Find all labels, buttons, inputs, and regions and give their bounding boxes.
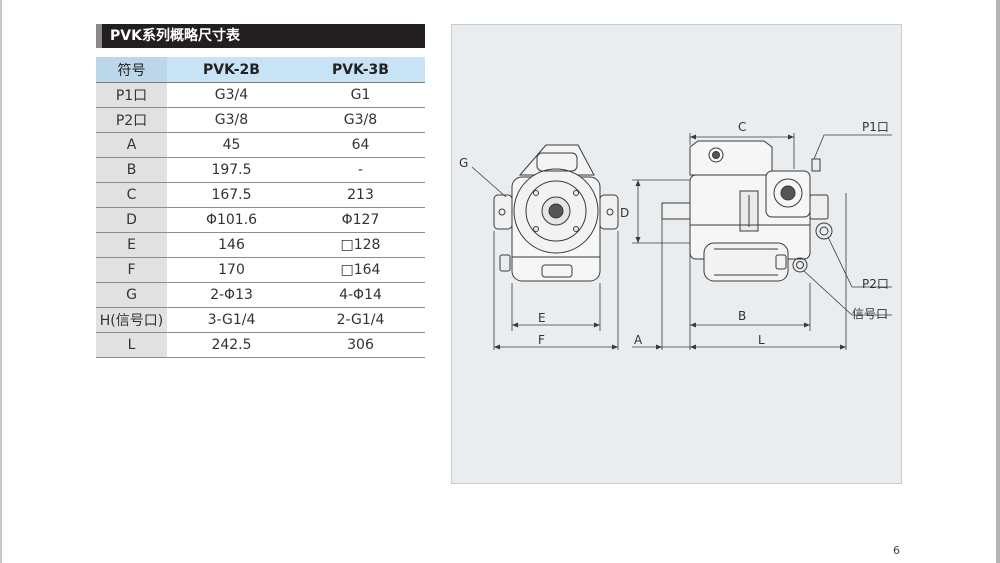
label-d: D <box>620 206 629 220</box>
table-row: P2口 G3/8 G3/8 <box>96 107 425 133</box>
pump-side-view <box>661 140 833 282</box>
cell-pvk-2b: 146 <box>167 232 296 258</box>
pump-dimension-drawing: G C P1口 D P2口 信号口 E B F A L <box>459 120 892 350</box>
row-label: P2口 <box>96 107 167 133</box>
table-row: C 167.5 213 <box>96 182 425 208</box>
cell-pvk-2b: 3-G1/4 <box>167 307 296 333</box>
cell-pvk-3b: 306 <box>296 332 425 358</box>
cell-pvk-2b: 242.5 <box>167 332 296 358</box>
section-title: PVK系列概略尺寸表 <box>96 24 425 48</box>
label-a: A <box>634 333 643 347</box>
label-l: L <box>758 333 765 347</box>
row-label: G <box>96 282 167 308</box>
table-row: F 170 □164 <box>96 257 425 283</box>
cell-pvk-2b: 2-Φ13 <box>167 282 296 308</box>
cell-pvk-3b: 2-G1/4 <box>296 307 425 333</box>
table-row: B 197.5 - <box>96 157 425 183</box>
cell-pvk-2b: G3/4 <box>167 82 296 108</box>
table-row: P1口 G3/4 G1 <box>96 82 425 108</box>
row-label: H(信号口) <box>96 307 167 333</box>
column-header-symbol: 符号 <box>96 57 167 83</box>
cell-pvk-2b: 167.5 <box>167 182 296 208</box>
label-f: F <box>538 333 545 347</box>
cell-pvk-3b: □164 <box>296 257 425 283</box>
cell-pvk-3b: Φ127 <box>296 207 425 233</box>
table-row: H(信号口) 3-G1/4 2-G1/4 <box>96 307 425 333</box>
label-p1: P1口 <box>862 120 889 134</box>
cell-pvk-2b: Φ101.6 <box>167 207 296 233</box>
cell-pvk-3b: 64 <box>296 132 425 158</box>
cell-pvk-3b: G3/8 <box>296 107 425 133</box>
cell-pvk-2b: G3/8 <box>167 107 296 133</box>
cell-pvk-2b: 45 <box>167 132 296 158</box>
cell-pvk-3b: 4-Φ14 <box>296 282 425 308</box>
page-edge-right <box>996 0 1000 563</box>
row-label: C <box>96 182 167 208</box>
cell-pvk-3b: - <box>296 157 425 183</box>
cell-pvk-2b: 170 <box>167 257 296 283</box>
column-header-pvk-3b: PVK-3B <box>296 57 425 83</box>
page-edge-left <box>0 0 2 563</box>
cell-pvk-3b: □128 <box>296 232 425 258</box>
row-label: D <box>96 207 167 233</box>
table-row: E 146 □128 <box>96 232 425 258</box>
page-number: 6 <box>893 544 900 557</box>
label-signal-port: 信号口 <box>852 307 888 321</box>
row-label: E <box>96 232 167 258</box>
label-b: B <box>738 309 746 323</box>
cell-pvk-2b: 197.5 <box>167 157 296 183</box>
row-label: B <box>96 157 167 183</box>
table-row: D Φ101.6 Φ127 <box>96 207 425 233</box>
row-label: L <box>96 332 167 358</box>
dimension-drawing-panel: G C P1口 D P2口 信号口 E B F A L <box>451 24 902 484</box>
table-row: L 242.5 306 <box>96 332 425 358</box>
table-row: G 2-Φ13 4-Φ14 <box>96 282 425 308</box>
column-header-pvk-2b: PVK-2B <box>167 57 296 83</box>
table-header-row: 符号 PVK-2B PVK-3B <box>96 57 425 83</box>
row-label: F <box>96 257 167 283</box>
label-p2: P2口 <box>862 277 889 291</box>
label-g: G <box>459 156 468 170</box>
cell-pvk-3b: 213 <box>296 182 425 208</box>
cell-pvk-3b: G1 <box>296 82 425 108</box>
pump-front-view <box>493 144 619 282</box>
label-e: E <box>538 311 546 325</box>
row-label: P1口 <box>96 82 167 108</box>
table-row: A 45 64 <box>96 132 425 158</box>
dimension-table: 符号 PVK-2B PVK-3B P1口 G3/4 G1 P2口 G3/8 G3… <box>96 57 425 358</box>
label-c: C <box>738 120 746 134</box>
row-label: A <box>96 132 167 158</box>
